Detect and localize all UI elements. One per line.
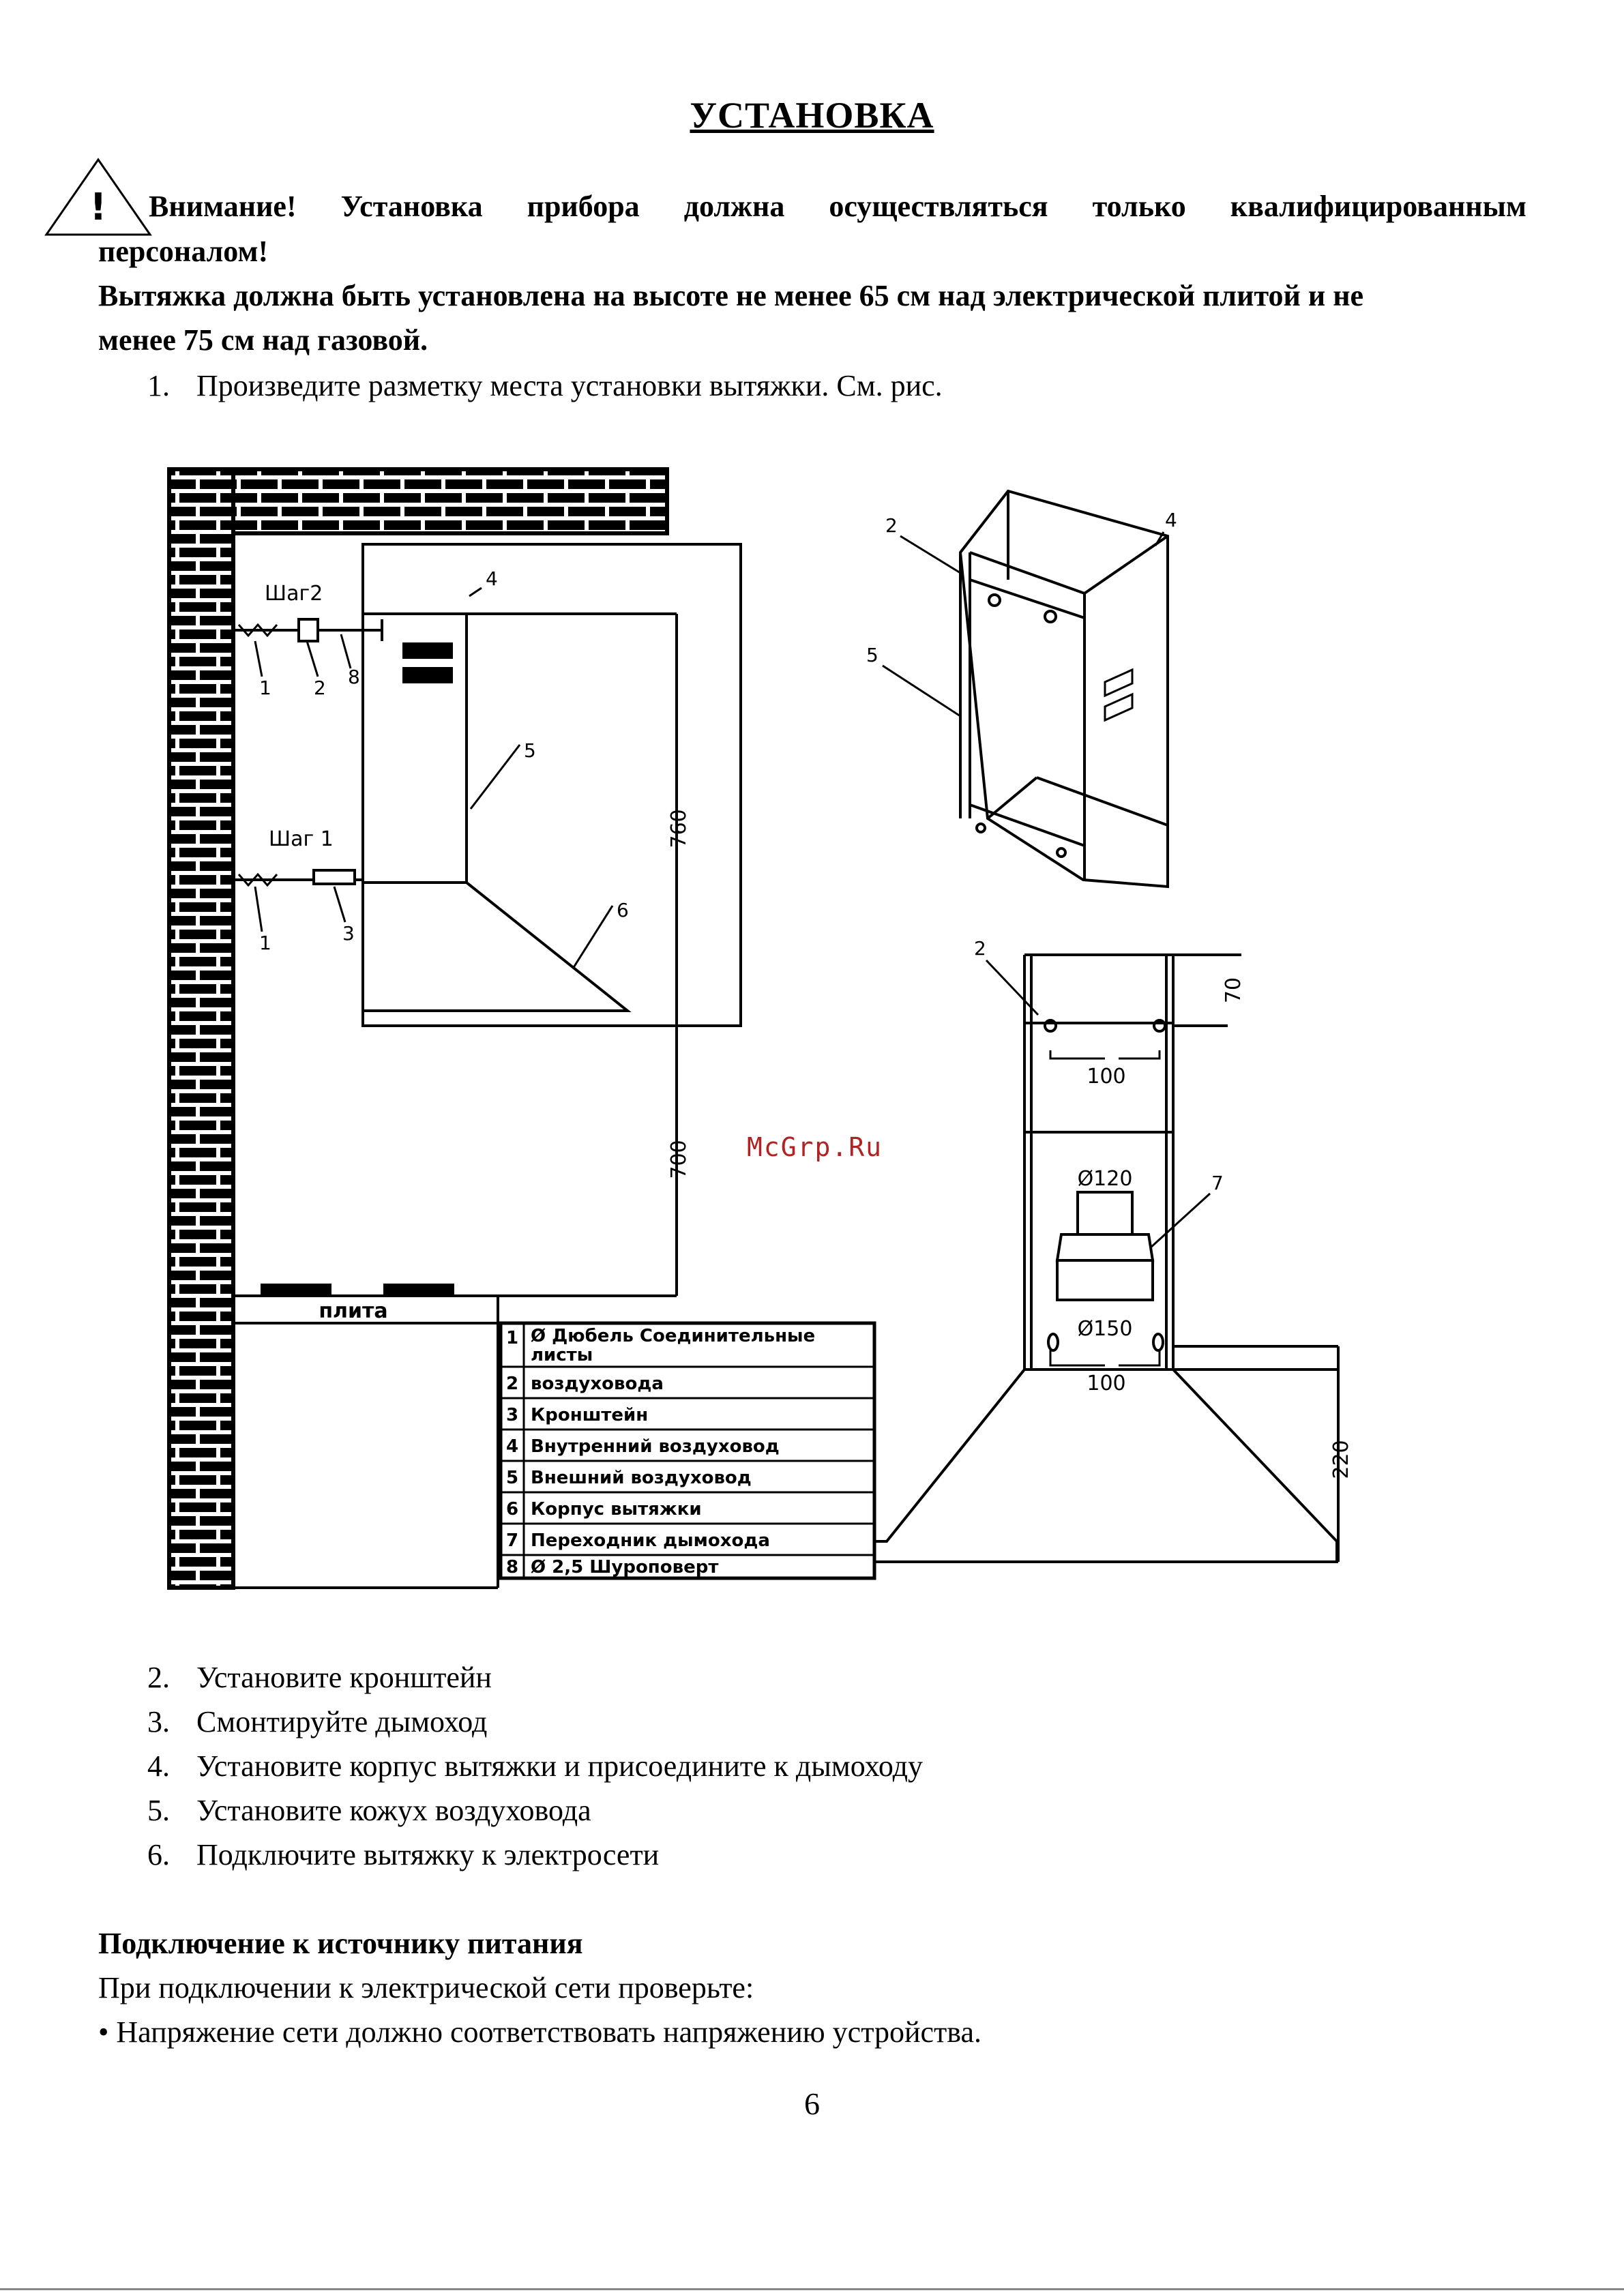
dimension-line-vertical xyxy=(233,614,678,1297)
step-number: 3. xyxy=(147,1705,170,1738)
step-number: 6. xyxy=(147,1838,170,1871)
callout-6: 6 xyxy=(617,899,629,921)
legend-num: 5 xyxy=(506,1468,518,1488)
step-item-2: 2. Установите кронштейн xyxy=(147,1660,492,1695)
anchor-step1 xyxy=(233,869,363,887)
callout-8: 8 xyxy=(348,666,360,688)
callout-7: 7 xyxy=(1211,1172,1224,1194)
front-dimension-lines xyxy=(1049,1050,1161,1367)
power-heading: Подключение к источнику питания xyxy=(98,1927,583,1960)
step-item-6: 6. Подключите вытяжку к электросети xyxy=(147,1837,659,1872)
legend-text: Ø Дюбель Соединительные xyxy=(531,1326,815,1346)
footer-divider xyxy=(0,2288,1624,2290)
dimension-d120: Ø120 xyxy=(1078,1167,1133,1191)
duct-isometric xyxy=(958,489,1169,889)
callout-leaders-iso xyxy=(882,531,1165,717)
step-item-3: 3. Смонтируйте дымоход xyxy=(147,1704,487,1739)
legend-table xyxy=(499,1321,876,1580)
step-text: Произведите разметку места установки выт… xyxy=(196,369,943,402)
step-item-4: 4. Установите корпус вытяжки и присоедини… xyxy=(147,1749,923,1783)
height-note-line1: Вытяжка должна быть установлена на высот… xyxy=(98,279,1364,312)
step-text: Установите кронштейн xyxy=(196,1661,492,1694)
legend-text: Внутренний воздуховод xyxy=(531,1436,780,1457)
legend-text: воздуховода xyxy=(531,1374,664,1394)
legend-text: Кронштейн xyxy=(531,1405,648,1425)
step-number: 5. xyxy=(147,1794,170,1827)
legend-num: 4 xyxy=(506,1436,518,1457)
warning-text-line1: Внимание! Установка прибора должна осуще… xyxy=(149,190,1526,223)
callout-3: 3 xyxy=(342,922,355,945)
anchor-step2 xyxy=(233,618,383,642)
legend-rows: 1 Ø Дюбель Соединительные листы 2 воздух… xyxy=(506,1326,815,1578)
dimension-100-top: 100 xyxy=(1087,1065,1125,1089)
hood-front-view xyxy=(874,953,1340,1563)
dimension-760: 760 xyxy=(667,809,691,848)
legend-text: Ø 2,5 Шуроповерт xyxy=(531,1557,718,1578)
dimension-220: 220 xyxy=(1329,1440,1353,1479)
warning-glyph: ! xyxy=(90,186,107,228)
step-item-5: 5. Установите кожух воздуховода xyxy=(147,1793,591,1828)
step-text: Установите корпус вытяжки и присоедините… xyxy=(196,1749,924,1783)
warning-text-line2: персоналом! xyxy=(98,235,269,268)
installation-diagram: 760 700 плита Шаг2 Шаг 1 1 2 8 1 3 4 5 6 xyxy=(167,467,1353,1590)
page-title: УСТАНОВКА xyxy=(690,95,934,136)
stove-label: плита xyxy=(319,1299,387,1323)
step-text: Смонтируйте дымоход xyxy=(196,1705,488,1738)
step-number: 4. xyxy=(147,1749,170,1783)
power-bullet: • Напряжение сети должно соответствовать… xyxy=(98,2015,981,2049)
callout-2-front: 2 xyxy=(974,937,986,960)
dimension-d150: Ø150 xyxy=(1078,1317,1133,1341)
legend-text: Переходник дымохода xyxy=(531,1530,770,1551)
step-text: Установите кожух воздуховода xyxy=(196,1794,591,1827)
callout-2-step2: 2 xyxy=(314,677,326,699)
legend-num: 7 xyxy=(506,1530,518,1551)
brick-wall xyxy=(167,467,669,1590)
dimension-100-bottom: 100 xyxy=(1087,1372,1125,1395)
step-number: 2. xyxy=(147,1661,170,1694)
callout-1-step1: 1 xyxy=(259,932,271,954)
callout-leaders-front xyxy=(985,959,1211,1249)
callout-4-iso: 4 xyxy=(1165,509,1177,531)
callout-5-side: 5 xyxy=(524,739,536,762)
legend-text: Корпус вытяжки xyxy=(531,1499,702,1520)
legend-text: Внешний воздуховод xyxy=(531,1468,752,1488)
dimension-700: 700 xyxy=(667,1140,691,1179)
step1-label: Шаг 1 xyxy=(269,827,334,851)
power-intro: При подключении к электрической сети про… xyxy=(98,1971,754,2004)
warning-triangle-icon: ! xyxy=(44,158,152,236)
callout-leaders-side xyxy=(254,587,614,969)
watermark-text: McGrp.Ru xyxy=(747,1132,883,1162)
legend-num: 8 xyxy=(506,1557,518,1578)
step-number: 1. xyxy=(147,369,170,402)
legend-num: 2 xyxy=(506,1374,518,1394)
step-text: Подключите вытяжку к электросети xyxy=(196,1838,660,1871)
callout-4-side: 4 xyxy=(486,567,498,590)
dimension-70: 70 xyxy=(1222,977,1245,1003)
hood-side-view xyxy=(361,543,742,1027)
legend-num: 1 xyxy=(506,1328,518,1348)
legend-text: листы xyxy=(531,1345,593,1365)
callout-1-step2: 1 xyxy=(259,677,271,699)
legend-num: 3 xyxy=(506,1405,518,1425)
height-note-line2: менее 75 см над газовой. xyxy=(98,323,428,357)
page-number: 6 xyxy=(804,2086,820,2121)
callout-5-iso: 5 xyxy=(866,644,879,666)
legend-num: 6 xyxy=(506,1499,518,1520)
step-item-1: 1. Произведите разметку места установки в… xyxy=(147,368,943,403)
step2-label: Шаг2 xyxy=(265,582,323,606)
callout-2-iso: 2 xyxy=(885,514,898,537)
stove xyxy=(233,1284,499,1589)
